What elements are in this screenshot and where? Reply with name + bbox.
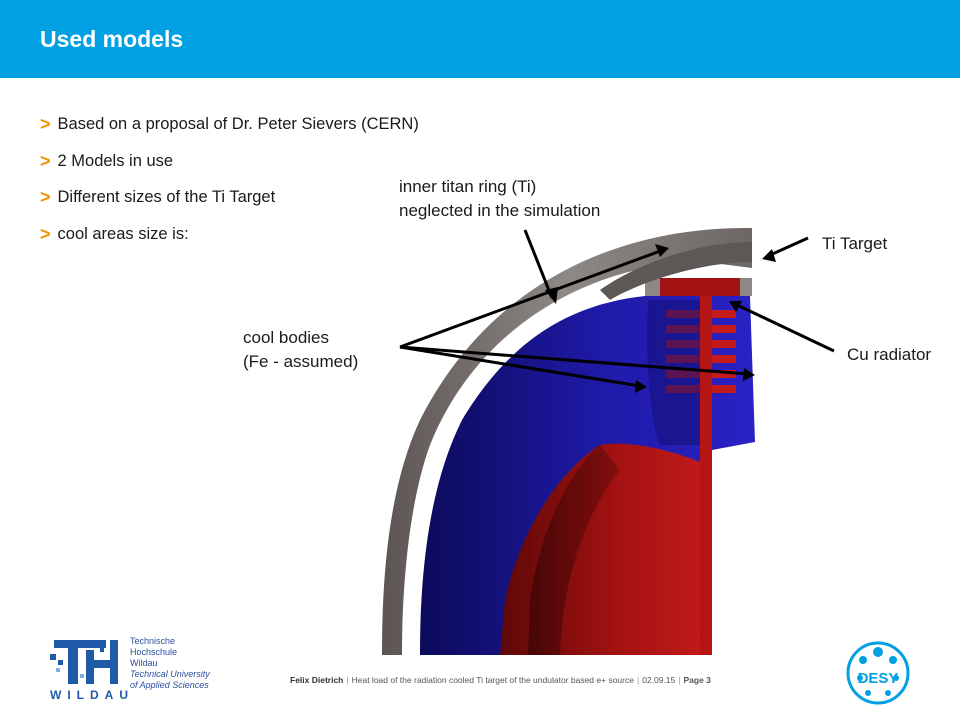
- callout-cu-radiator: Cu radiator: [847, 345, 932, 364]
- callout-cool-bodies: cool bodies (Fe - assumed): [243, 326, 358, 374]
- desy-wordmark: DESY: [858, 670, 899, 687]
- th-wildau-line: Wildau: [130, 658, 158, 668]
- bullet-text: Different sizes of the Ti Target: [57, 188, 276, 207]
- callout-inner-ring-line2: neglected in the simulation: [399, 201, 601, 220]
- cu-radiator-stem: [660, 278, 740, 655]
- footer-page-number: Page 3: [683, 675, 711, 685]
- callout-cool-bodies-line1: cool bodies: [243, 328, 330, 347]
- callout-ti-target: Ti Target: [822, 234, 888, 253]
- footer-separator: |: [678, 675, 681, 685]
- footer: Felix Dietrich|Heat load of the radiatio…: [290, 675, 711, 685]
- th-wildau-line: Technische: [130, 636, 176, 646]
- th-wildau-line: Technical University: [130, 669, 210, 679]
- footer-author: Felix Dietrich: [290, 675, 344, 685]
- callout-cool-bodies-line2: (Fe - assumed): [243, 352, 359, 371]
- bullet-text: 2 Models in use: [57, 151, 174, 170]
- desy-logo: DESY: [846, 641, 910, 705]
- footer-separator: |: [636, 675, 640, 685]
- bullet-item: > cool areas size is:: [40, 216, 419, 253]
- bullet-item: >2 Models in use: [40, 143, 419, 180]
- slide-title: Used models: [40, 26, 184, 52]
- bullet-text: Based on a proposal of Dr. Peter Sievers…: [57, 115, 419, 134]
- th-wildau-text: Technische Hochschule Wildau Technical U…: [130, 636, 210, 691]
- ti-target-top: [600, 242, 752, 300]
- bullet-marker: >: [40, 187, 51, 208]
- bullet-marker: >: [40, 114, 51, 135]
- bullet-text: cool areas size is:: [57, 224, 189, 243]
- cavity-shadow: [528, 445, 620, 655]
- callout-arrows: [399, 229, 835, 388]
- footer-date: 02.09.15: [642, 675, 676, 685]
- bullet-marker: >: [40, 223, 51, 244]
- th-wildau-line: Hochschule: [130, 647, 178, 657]
- bullet-marker: >: [40, 150, 51, 171]
- bullet-item: > Based on a proposal of Dr. Peter Siever…: [40, 106, 419, 143]
- th-wildau-logo: WILDAU Technische Hochschule Wildau Tech…: [46, 636, 216, 708]
- callout-arrowheads: [545, 244, 776, 393]
- cu-radiator-cap: [660, 278, 740, 296]
- callout-inner-ring: inner titan ring (Ti) neglected in the s…: [399, 175, 600, 223]
- callout-inner-ring-line1: inner titan ring (Ti): [399, 177, 537, 196]
- cool-body-pocket: [647, 300, 700, 445]
- footer-talk-title: Heat load of the radiation cooled Ti tar…: [351, 675, 634, 685]
- th-wildau-line: of Applied Sciences: [130, 680, 209, 690]
- footer-separator: |: [346, 675, 349, 685]
- title-bar: Used models: [0, 0, 960, 78]
- bullet-list: > Based on a proposal of Dr. Peter Siever…: [40, 106, 419, 252]
- th-wildau-mark: [50, 640, 118, 684]
- th-wildau-wordmark: WILDAU: [50, 688, 134, 702]
- bullet-item: > Different sizes of the Ti Target: [40, 179, 419, 216]
